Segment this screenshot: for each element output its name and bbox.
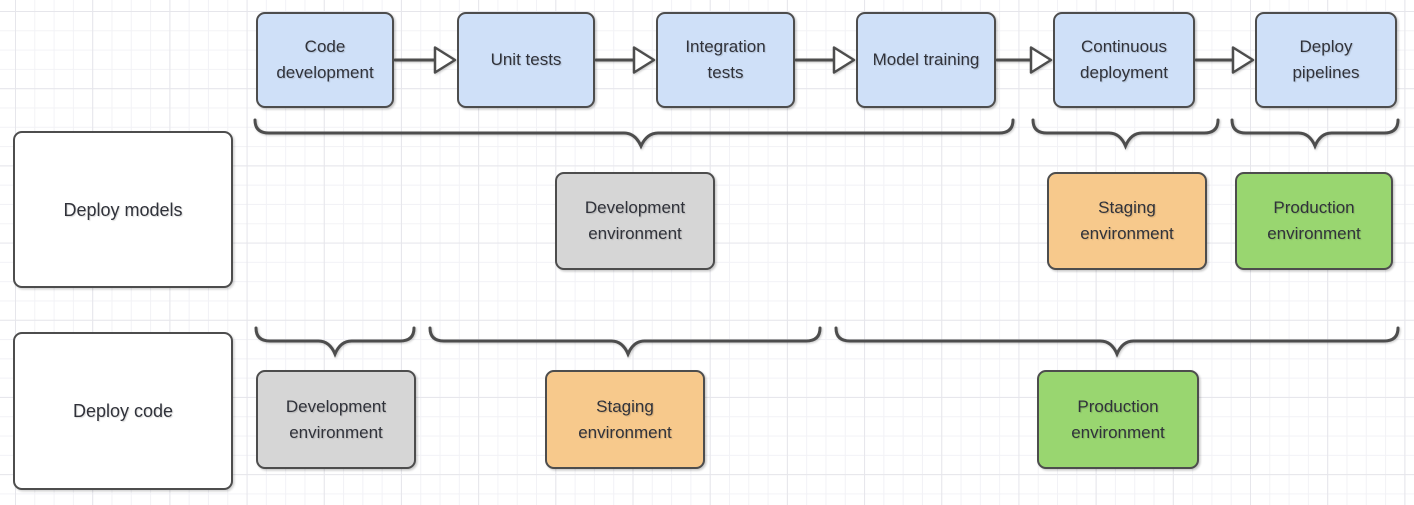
pipeline-step-model-training[interactable]: Model training	[856, 12, 996, 108]
pipeline-step-code-development[interactable]: Code development	[256, 12, 394, 108]
row-label-text: Deploy models	[63, 199, 183, 220]
brace-deploy-models-development	[253, 118, 1015, 150]
env-label: Development environment	[584, 198, 686, 243]
pipeline-step-deploy-pipelines[interactable]: Deploy pipelines	[1255, 12, 1397, 108]
env-deploy-code-development[interactable]: Development environment	[256, 370, 416, 469]
flow-arrow	[794, 46, 856, 74]
env-deploy-models-development[interactable]: Development environment	[555, 172, 715, 270]
env-deploy-code-staging[interactable]: Staging environment	[545, 370, 705, 469]
row-label-deploy-models[interactable]: Deploy models	[13, 131, 233, 288]
brace-deploy-code-development	[254, 326, 416, 358]
brace-deploy-models-production	[1230, 118, 1400, 150]
env-label: Staging environment	[578, 396, 672, 442]
pipeline-step-label: Code development	[276, 37, 374, 82]
pipeline-step-integration-tests[interactable]: Integration tests	[656, 12, 795, 108]
flow-arrow	[594, 46, 656, 74]
pipeline-step-label: Model training	[872, 50, 980, 69]
env-deploy-models-production[interactable]: Production environment	[1235, 172, 1393, 270]
env-label: Production environment	[1071, 396, 1165, 442]
row-label-text: Deploy code	[72, 401, 174, 421]
pipeline-step-label: Unit tests	[490, 50, 562, 69]
pipeline-step-label: Deploy pipelines	[1292, 37, 1360, 82]
env-label: Production environment	[1267, 198, 1361, 243]
row-label-deploy-code[interactable]: Deploy code	[13, 332, 233, 490]
env-deploy-models-staging[interactable]: Staging environment	[1047, 172, 1207, 270]
pipeline-step-label: Integration tests	[685, 37, 766, 82]
brace-deploy-models-staging	[1031, 118, 1220, 150]
env-label: Development environment	[285, 396, 387, 442]
env-label: Staging environment	[1080, 198, 1174, 243]
brace-deploy-code-staging	[428, 326, 822, 358]
pipeline-step-label: Continuous deployment	[1080, 37, 1168, 82]
brace-deploy-code-production	[834, 326, 1400, 358]
pipeline-step-continuous-deployment[interactable]: Continuous deployment	[1053, 12, 1195, 108]
pipeline-step-unit-tests[interactable]: Unit tests	[457, 12, 595, 108]
flow-arrow	[1194, 46, 1255, 74]
flow-arrow	[393, 46, 457, 74]
env-deploy-code-production[interactable]: Production environment	[1037, 370, 1199, 469]
flow-arrow	[995, 46, 1053, 74]
